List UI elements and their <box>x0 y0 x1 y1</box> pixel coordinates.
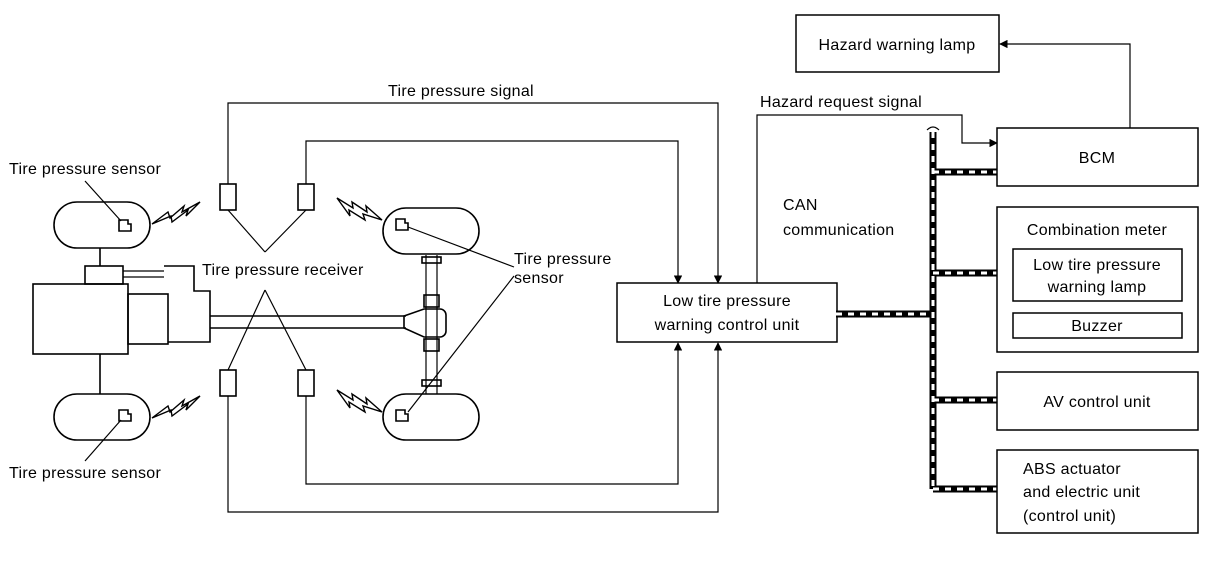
combination-meter-label: Combination meter <box>1027 222 1168 239</box>
tire-pressure-receiver-label: Tire pressure receiver <box>202 262 364 279</box>
tire-rear-left <box>53 393 151 441</box>
tire-pressure-sensor-front-left-label: Tire pressure sensor <box>9 161 161 178</box>
receiver-rear-right <box>297 369 315 397</box>
tire-pressure-sensor-right-label-line2: sensor <box>514 270 564 287</box>
can-communication-label-line1: CAN <box>783 197 818 214</box>
leader-lines <box>84 180 515 462</box>
signal-wires <box>227 102 723 513</box>
buzzer-box <box>1012 312 1183 339</box>
can-communication-label-line2: communication <box>783 222 895 239</box>
engine-block <box>32 283 129 355</box>
tire-front-left <box>53 201 151 249</box>
tire-front-right <box>382 207 480 255</box>
receiver-front-left <box>219 183 237 211</box>
tire-pressure-signal-label: Tire pressure signal <box>388 83 534 100</box>
bcm-label: BCM <box>1079 150 1115 167</box>
hazard-request-signal-label: Hazard request signal <box>760 94 922 111</box>
buzzer-label: Buzzer <box>1071 318 1123 335</box>
hazard-warning-lamp-box: Hazard warning lamp <box>795 14 1000 73</box>
sensor-box <box>395 409 409 422</box>
hazard-lamp-wire <box>999 39 1131 128</box>
abs-label-line2: and electric unit <box>1023 484 1140 501</box>
receiver-rear-left <box>219 369 237 397</box>
warning-lamp-label-line1: Low tire pressure <box>1033 257 1161 274</box>
receiver-front-right <box>297 183 315 211</box>
radio-wave-icon <box>151 197 383 419</box>
can-bus-end-icon <box>926 126 940 131</box>
av-control-unit-label: AV control unit <box>1043 394 1151 411</box>
transmission <box>127 293 169 345</box>
bcm-box: BCM <box>996 127 1199 187</box>
rear-differential <box>403 308 447 338</box>
engine-top <box>84 265 124 285</box>
control-unit-label-line2: warning control unit <box>654 317 800 334</box>
low-tire-pressure-warning-lamp-box <box>1012 248 1183 302</box>
can-bus <box>836 126 997 493</box>
sensor-box <box>395 218 409 231</box>
combination-meter-box: Combination meter Low tire pressure warn… <box>996 206 1199 353</box>
hazard-warning-lamp-label: Hazard warning lamp <box>819 37 976 54</box>
abs-label-line1: ABS actuator <box>1023 461 1121 478</box>
abs-label-line3: (control unit) <box>1023 508 1116 525</box>
av-control-unit-box: AV control unit <box>996 371 1199 431</box>
warning-lamp-label-line2: warning lamp <box>1047 279 1147 296</box>
low-tire-pressure-warning-control-unit: Low tire pressure warning control unit <box>616 282 838 343</box>
sensor-box <box>118 219 132 232</box>
tire-rear-right <box>382 393 480 441</box>
tire-pressure-sensor-rear-left-label: Tire pressure sensor <box>9 465 161 482</box>
rear-axle <box>421 255 442 395</box>
transmission-housing <box>164 265 211 343</box>
abs-actuator-box: ABS actuator and electric unit (control … <box>996 449 1199 534</box>
sensor-box <box>118 409 132 422</box>
tire-pressure-sensor-right-label-line1: Tire pressure <box>514 251 612 268</box>
hazard-request-wire <box>756 114 998 283</box>
control-unit-label-line1: Low tire pressure <box>663 293 791 310</box>
vehicle-chassis <box>32 248 447 395</box>
